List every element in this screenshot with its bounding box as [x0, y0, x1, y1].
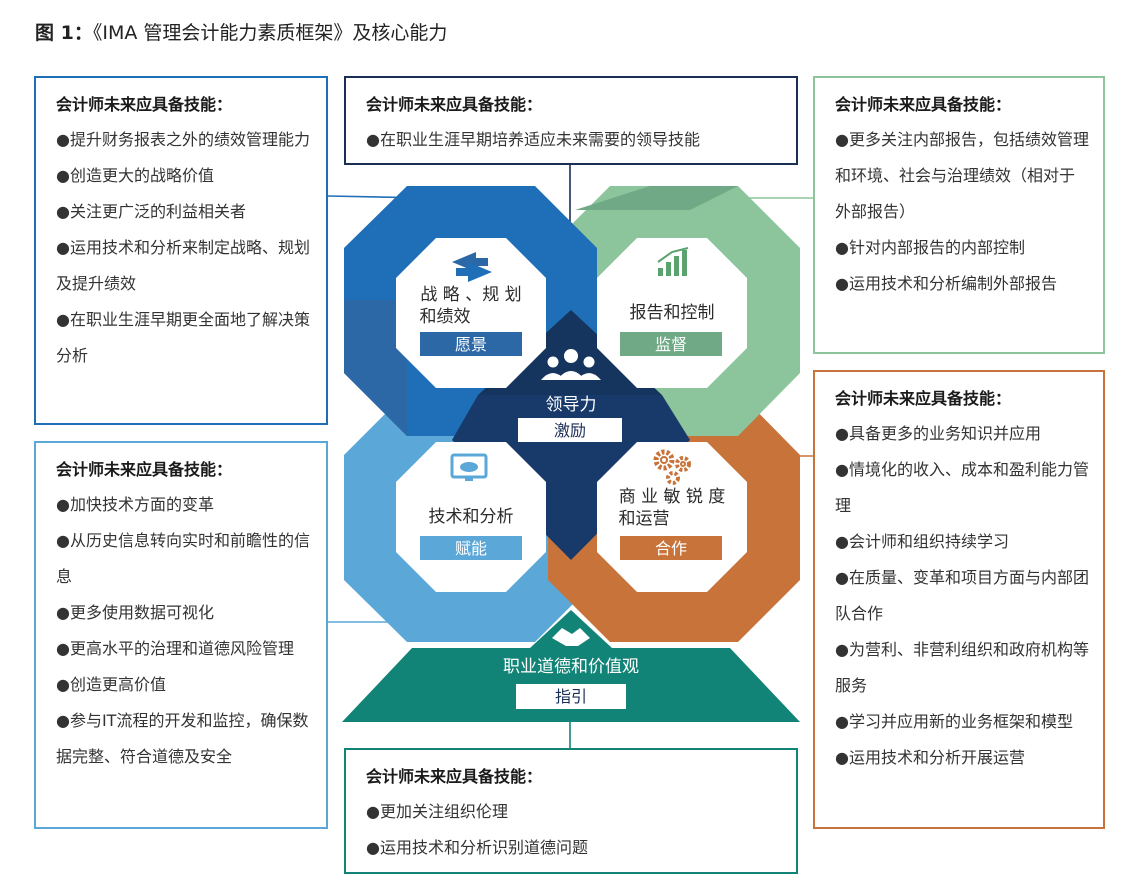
box-heading: 会计师未来应具备技能：	[56, 460, 233, 479]
tag-vision-bg	[420, 332, 522, 356]
skill-item: ●关注更广泛的利益相关者	[56, 202, 246, 221]
box-heading: 会计师未来应具备技能：	[835, 389, 1012, 408]
node-strategy-line2: 和绩效	[420, 307, 471, 327]
tag-vision: 愿景	[455, 335, 487, 354]
box-reporting-skills: 会计师未来应具备技能： ●更多关注内部报告，包括绩效管理和环境、社会与治理绩效（…	[813, 76, 1105, 354]
node-business-line2: 和运营	[619, 509, 670, 529]
tag-enable: 赋能	[455, 539, 487, 558]
skill-item: ●学习并应用新的业务框架和模型	[835, 712, 1073, 731]
skill-item: ●更多关注内部报告，包括绩效管理和环境、社会与治理绩效（相对于外部报告）	[835, 130, 1089, 221]
tag-cooperate: 合作	[655, 539, 687, 558]
node-technology-label: 技术和分析	[429, 507, 514, 527]
skill-item: ●加快技术方面的变革	[56, 495, 214, 514]
box-heading: 会计师未来应具备技能：	[366, 767, 543, 786]
box-strategy-skills: 会计师未来应具备技能： ●提升财务报表之外的绩效管理能力 ●创造更大的战略价值 …	[34, 76, 328, 425]
gears-icon	[653, 449, 691, 485]
box-business-skills: 会计师未来应具备技能： ●具备更多的业务知识并应用 ●情境化的收入、成本和盈利能…	[813, 370, 1105, 829]
cloud-monitor-icon	[450, 453, 488, 481]
skill-item: ●运用技术和分析识别道德问题	[366, 838, 588, 857]
ethics-peak	[530, 610, 612, 648]
box-heading: 会计师未来应具备技能：	[56, 95, 233, 114]
skill-item: ●提升财务报表之外的绩效管理能力	[56, 130, 310, 149]
tag-inspire: 激励	[554, 421, 586, 440]
skill-item: ●从历史信息转向实时和前瞻性的信息	[56, 531, 310, 586]
box-heading: 会计师未来应具备技能：	[366, 95, 543, 114]
skill-item: ●在质量、变革和项目方面与内部团队合作	[835, 568, 1089, 623]
skill-item: ●在职业生涯早期更全面地了解决策分析	[56, 310, 310, 365]
tag-enable-bg	[420, 536, 522, 560]
tag-guide-bg	[516, 684, 626, 709]
skill-item: ●情境化的收入、成本和盈利能力管理	[835, 460, 1089, 515]
leadership-body	[452, 395, 690, 560]
ring-reporting-shade	[575, 186, 738, 210]
tag-cooperate-bg	[620, 536, 722, 560]
skill-item: ●更加关注组织伦理	[366, 802, 508, 821]
node-leadership-label: 领导力	[546, 395, 597, 415]
tag-guide: 指引	[555, 687, 587, 706]
tag-oversight-bg	[620, 332, 722, 356]
arrows-icon	[452, 252, 492, 282]
skill-item: ●参与IT流程的开发和监控，确保数据完整、符合道德及安全	[56, 711, 309, 766]
skill-item: ●具备更多的业务知识并应用	[835, 424, 1041, 443]
skill-item: ●更高水平的治理和道德风险管理	[56, 639, 294, 658]
skill-item: ●会计师和组织持续学习	[835, 532, 1009, 551]
skill-item: ●针对内部报告的内部控制	[835, 238, 1025, 257]
tag-oversight: 监督	[655, 335, 687, 354]
node-ethics-label: 职业道德和价值观	[503, 657, 639, 677]
people-icon	[541, 349, 601, 380]
skill-item: ●运用技术和分析来制定战略、规划及提升绩效	[56, 238, 310, 293]
node-reporting-label: 报告和控制	[630, 303, 715, 323]
handshake-icon	[552, 628, 590, 646]
skill-item: ●创造更高价值	[56, 675, 166, 694]
bar-chart-icon	[657, 247, 689, 276]
node-strategy-line1: 战 略 、规 划	[420, 285, 521, 305]
skill-item: ●创造更大的战略价值	[56, 166, 214, 185]
box-ethics-skills: 会计师未来应具备技能： ●更加关注组织伦理 ●运用技术和分析识别道德问题	[344, 748, 798, 874]
box-technology-skills: 会计师未来应具备技能： ●加快技术方面的变革 ●从历史信息转向实时和前瞻性的信息…	[34, 441, 328, 829]
skill-item: ●运用技术和分析开展运营	[835, 748, 1025, 767]
node-business-line1: 商 业 敏 锐 度	[619, 487, 726, 507]
skill-item: ●更多使用数据可视化	[56, 603, 214, 622]
figure-title: 图 1：《IMA 管理会计能力素质框架》及核心能力	[35, 22, 448, 44]
skill-item: ●运用技术和分析编制外部报告	[835, 274, 1057, 293]
tag-inspire-bg	[518, 418, 622, 442]
box-heading: 会计师未来应具备技能：	[835, 95, 1012, 114]
box-leadership-skills: 会计师未来应具备技能： ●在职业生涯早期培养适应未来需要的领导技能	[344, 76, 798, 165]
skill-item: ●为营利、非营利组织和政府机构等服务	[835, 640, 1089, 695]
ring-strategy-shade	[344, 300, 407, 436]
skill-item: ●在职业生涯早期培养适应未来需要的领导技能	[366, 130, 700, 149]
